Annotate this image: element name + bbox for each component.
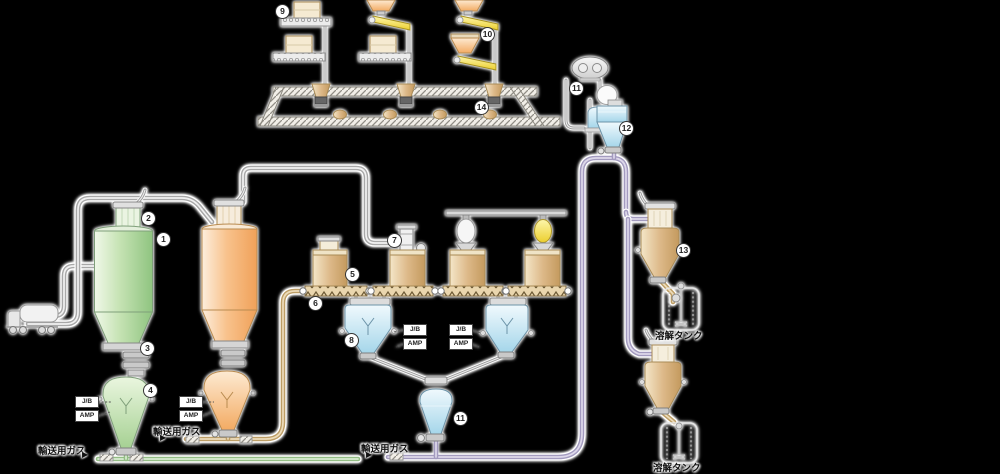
collecting-blow-tank [417, 376, 453, 442]
dissolving-tank-label-2: 溶解タンク [653, 463, 701, 474]
dissolving-tank-label-1: 溶解タンク [655, 331, 703, 342]
amp-tag: AMP [403, 338, 427, 350]
equipment-number-3: 3 [140, 341, 155, 356]
dissolving-tank-2 [660, 422, 698, 464]
jb-tag: J/B [403, 324, 427, 336]
blue-blow-tank-left [339, 297, 397, 360]
feeder-station-2 [358, 0, 412, 62]
conveying-blower [571, 56, 609, 82]
equipment-number-10: 10 [480, 27, 495, 42]
equipment-number-2: 2 [141, 211, 156, 226]
amp-tag: AMP [449, 338, 473, 350]
gas-label-1: 輸送用ガス [38, 446, 86, 457]
cyclone-receiver [596, 85, 628, 155]
dissolving-tank-1 [662, 282, 700, 331]
jb-tag: J/B [179, 396, 203, 408]
jb-amp-leader-lines [393, 329, 482, 348]
gas-label-2: 輸送用ガス [153, 427, 201, 438]
equipment-number-8: 8 [344, 333, 359, 348]
equipment-number-6: 6 [308, 296, 323, 311]
amp-tag: AMP [75, 410, 99, 422]
flow-arrow-icon: ▶ [160, 433, 167, 442]
service-hoppers [312, 210, 567, 287]
receiver-hopper-bottom [639, 338, 687, 416]
tanker-truck-icon [6, 304, 59, 334]
equipment-number-11b: 11 [453, 411, 468, 426]
flow-arrow-icon: ▶ [82, 450, 89, 459]
equipment-number-1: 1 [156, 232, 171, 247]
green-storage-silo [93, 201, 154, 377]
jb-tag: J/B [449, 324, 473, 336]
equipment-number-12: 12 [619, 121, 634, 136]
jb-tag: J/B [75, 396, 99, 408]
conveyor-drop-hoppers [311, 83, 504, 120]
flow-arrow-icon: ▶ [366, 450, 373, 459]
equipment-number-9: 9 [275, 4, 290, 19]
equipment-number-11: 11 [569, 81, 584, 96]
flex-couplings [99, 435, 404, 462]
receiver-hopper-13 [635, 202, 685, 303]
equipment-number-5: 5 [345, 267, 360, 282]
equipment-number-7: 7 [387, 233, 402, 248]
equipment-number-4: 4 [143, 383, 158, 398]
orange-storage-silo [201, 199, 258, 367]
gas-label-3: 輸送用ガス [361, 444, 409, 455]
equipment-number-13: 13 [676, 243, 691, 258]
orange-blow-tank [198, 370, 256, 438]
amp-tag: AMP [179, 410, 203, 422]
screw-feeders [299, 285, 572, 297]
feeder-station-3 [450, 0, 499, 71]
bag-dump-station [272, 1, 332, 62]
blue-blow-tank-right [480, 297, 534, 359]
equipment-number-14: 14 [474, 100, 489, 115]
